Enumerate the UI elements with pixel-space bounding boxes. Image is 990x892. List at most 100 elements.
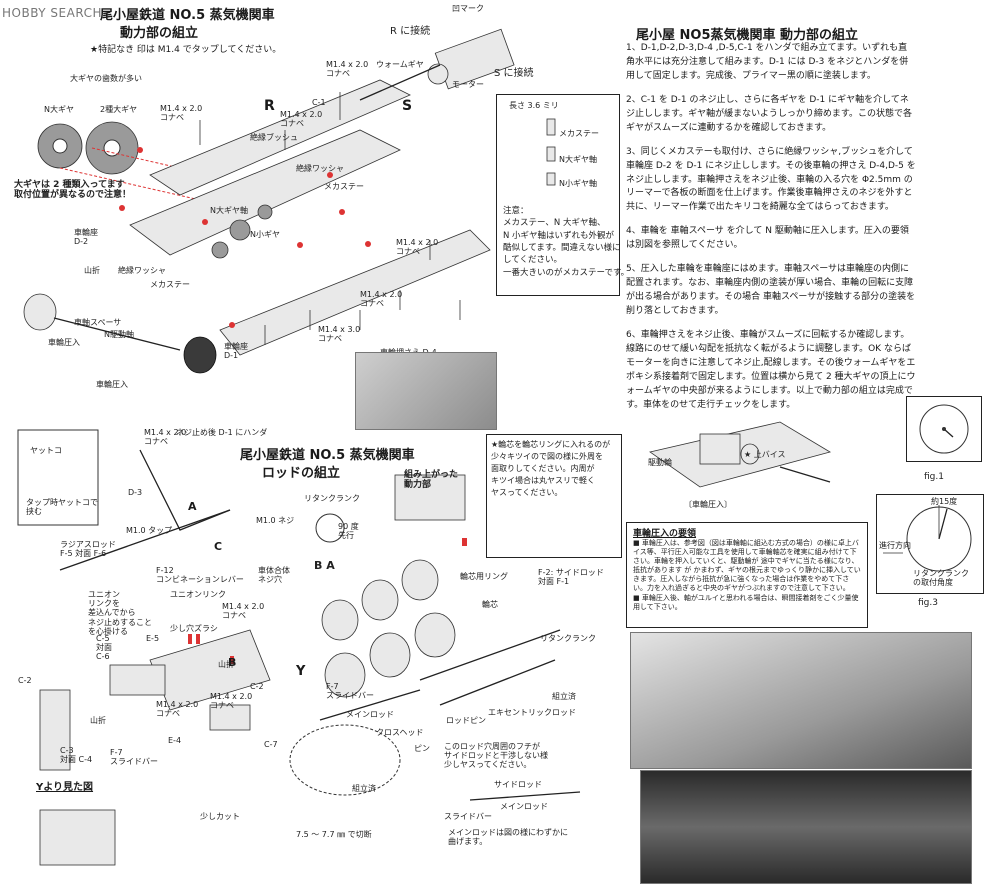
caution-nsmall-label: N小ギヤ軸: [559, 179, 597, 188]
n-big-gear-icon: [37, 123, 83, 169]
rod-screw-label-b: M1.4 x 2.0 コナベ: [222, 602, 265, 621]
mecha-stay-label: メカステー: [150, 280, 190, 289]
e4-label: E-4: [168, 736, 182, 745]
side-rod-label: サイドロッド: [494, 780, 542, 789]
wheel-seat-d1-label: 車輪座 D-1: [224, 342, 248, 361]
press-procedure-text: ■ 車輪圧入は、参考図（図は車輪軸に組込む方式の場合）の様に卓上バイス等、平行圧…: [633, 539, 861, 611]
union-link-label: ユニオンリンク: [170, 590, 226, 599]
fig3-direction-label: 進行方向: [879, 541, 911, 550]
y-view-title: Yより見た図: [36, 782, 94, 793]
vise-label: ★ 上バイス: [744, 450, 786, 459]
valley2-label: 山折: [218, 660, 234, 669]
union-link-note: ユニオン リンクを 差込んでから ネジ止めすること を心掛ける: [88, 590, 152, 636]
cut-small-label: 少しカット: [200, 812, 240, 821]
c1-label: C-1: [312, 98, 326, 107]
instructions-title: 尾小屋 NO5蒸気機関車 動力部の組立: [636, 28, 859, 43]
deg90-label: 90 度 先行: [338, 522, 359, 541]
step-2: 2、C-1 を D-1 のネジ止し、さらに各ギヤを D-1 にギヤ軸を介してネジ…: [626, 94, 913, 133]
valley1-label: 山折: [90, 716, 106, 725]
mecha-stay2-label: メカステー: [324, 182, 364, 191]
frame-d1-plate: [129, 129, 401, 256]
assembled2-label: 組立済: [552, 692, 576, 701]
assembled-power-unit-photo: [355, 352, 497, 430]
ring-note-text: ★輪芯を輪芯リングに入れるのが 少々キツイので図の様に外周を 面取りしてください…: [491, 440, 611, 497]
s-terminal-label: S: [402, 98, 413, 114]
screw-label-m14-30: M1.4 x 3.0 コナベ: [318, 325, 361, 344]
cut-length-label: 7.5 ～ 7.7 ㎜ で切断: [296, 830, 372, 839]
step-5: 5、圧入した車輪を車輪座にはめます。車軸スペーサは車輪座の内側に配置されます。な…: [626, 264, 916, 316]
assembled3-label: 組立済: [352, 784, 376, 793]
ring-note-box: ★輪芯を輪芯リングに入れるのが 少々キツイので図の様に外周を 面取りしてください…: [486, 434, 622, 558]
insul-washer-label: 絶縁ワッシャ: [118, 266, 166, 275]
tap-clamp-label: タップ時ヤットコで 挟む: [26, 498, 98, 517]
fig1-diagram: [919, 404, 969, 454]
n-small-gear-label: N小ギヤ: [250, 230, 280, 239]
step-4: 4、車輪を 車軸スペーサ を介して N 駆動軸に圧入します。圧入の要領は別図を参…: [626, 226, 909, 251]
rod-title-line1: 尾小屋鉄道 NO.5 蒸気機関車: [240, 448, 415, 463]
a-marker: A: [188, 500, 197, 513]
insul-washer2-label: 絶縁ワッシャ: [296, 164, 344, 173]
vise-drive-label: 駆動輪: [648, 458, 672, 467]
slide-bar-label: スライドバー: [444, 812, 492, 821]
worm-gear-label: ウォームギヤ: [376, 60, 424, 69]
frame-d2-plate: [149, 79, 411, 196]
press-procedure-box: 車輪圧入の要領 ■ 車輪圧入は、参考図（図は車輪軸に組込む方式の場合）の様に卓上…: [626, 522, 868, 628]
small-cut-label: 少し穴ズラシ: [170, 624, 218, 633]
eccentric-rod-label: エキセントリックロッド: [488, 708, 576, 717]
m10-tap-label: M1.0 タップ: [126, 526, 173, 535]
caution-length-label: 長さ 3.6 ミリ: [509, 101, 559, 110]
power-unit-exploded-diagram: [23, 28, 515, 374]
n-gear-label: N大ギヤ: [44, 105, 74, 114]
watermark-logo: HOBBY SEARCH: [2, 2, 102, 21]
c3-label: C-3 対面 C-4: [60, 746, 93, 765]
c7-label: C-7: [264, 740, 278, 749]
concave-mark-label: 凹マーク: [452, 4, 484, 13]
c2b-label: C-2: [250, 682, 264, 691]
bend-note: メインロッドは図の様にわずかに 曲げます。: [448, 828, 568, 847]
caution-box: 長さ 3.6 ミリ メカステー N大ギヤ軸 N小ギヤ軸 注意： メカステー、N …: [496, 94, 629, 296]
y-marker: Y: [296, 664, 306, 679]
fig3-diagram: [883, 505, 972, 572]
fig3-angle-label: 約15度: [931, 497, 958, 506]
rod-screw-label-c: M1.4 x 2.0 コナベ: [156, 700, 199, 719]
yattoko-label: ヤットコ: [30, 446, 62, 455]
wheel-spacer-label: 車軸スペーサ: [74, 318, 122, 327]
motor-label: モーター: [452, 80, 484, 89]
big-gear-teeth-label: 大ギヤの歯数が多い: [70, 74, 142, 83]
return-crank-label: リタンクランク: [304, 494, 360, 503]
step-3: 3、同じくメカステーも取付け、さらに絶縁ワッシャ,ブッシュを介して車輪座 D-2…: [626, 146, 916, 213]
rod-screw-label-d: M1.4 x 2.0 コナベ: [210, 692, 253, 711]
c-marker: C: [214, 540, 223, 553]
instructions-body: 1、D-1,D-2,D-3,D-4 ,D-5,C-1 をハンダで組み立てます。い…: [626, 42, 916, 423]
chassis-screw-label: 車体合体 ネジ穴: [258, 566, 290, 585]
wheel-press-label: 車輪圧入: [48, 338, 80, 347]
rod-pin-label: ロッドピン: [446, 716, 486, 725]
fig3-caption: リタンクランク の取付角度: [913, 569, 969, 588]
rod-assembly-diagram: [17, 429, 581, 866]
step-1: 1、D-1,D-2,D-3,D-4 ,D-5,C-1 をハンダで組み立てます。い…: [626, 43, 909, 81]
solder-d1-label: ネジ止め後 D-1 にハンダ: [176, 428, 268, 437]
insul-bush-label: 絶縁ブッシュ: [250, 133, 298, 142]
brand-text: HOBBY SEARCH: [2, 6, 102, 20]
pin-label: ピン: [414, 744, 430, 753]
screw-label-e: M1.4 x 2.0 コナベ: [360, 290, 403, 309]
rod-interference-note: このロッド穴周囲のフチが サイドロッドと干渉しない様 少しヤスってください。: [444, 742, 548, 770]
n-gear-shaft-label: N大ギヤ軸: [210, 206, 248, 215]
assembled-unit-label: 組み上がった 動力部: [404, 470, 459, 491]
d3-label: D-3: [128, 488, 143, 497]
gear2-label: 2種大ギヤ: [100, 105, 138, 114]
slide-bar-f7b-label: F-7 スライドバー: [326, 682, 374, 701]
wheel-press-vise-diagram: [649, 421, 832, 488]
r-terminal-label: R: [264, 98, 275, 114]
vise-caption: 〔車輪圧入〕: [684, 500, 732, 509]
main-rod-label: メインロッド: [346, 710, 394, 719]
caution-mecha-label: メカステー: [559, 129, 599, 138]
screw-label-c: M1.4 x 2.0 コナベ: [326, 60, 369, 79]
step-6: 6、車輪押さえをネジ止後、車輪がスムーズに回転するか確認します。線路にのせて緩い…: [626, 329, 916, 410]
wheel-seat-d2-label: 車輪座 D-2: [74, 228, 98, 247]
rod-title-line2: ロッドの組立: [262, 466, 341, 481]
caution-ngear-label: N大ギヤ軸: [559, 155, 597, 164]
power-title-line1: 尾小屋鉄道 NO.5 蒸気機関車: [100, 8, 275, 23]
ba-marker: B A: [314, 559, 335, 572]
n-drive-shaft-label: N駆動軸: [104, 330, 134, 339]
